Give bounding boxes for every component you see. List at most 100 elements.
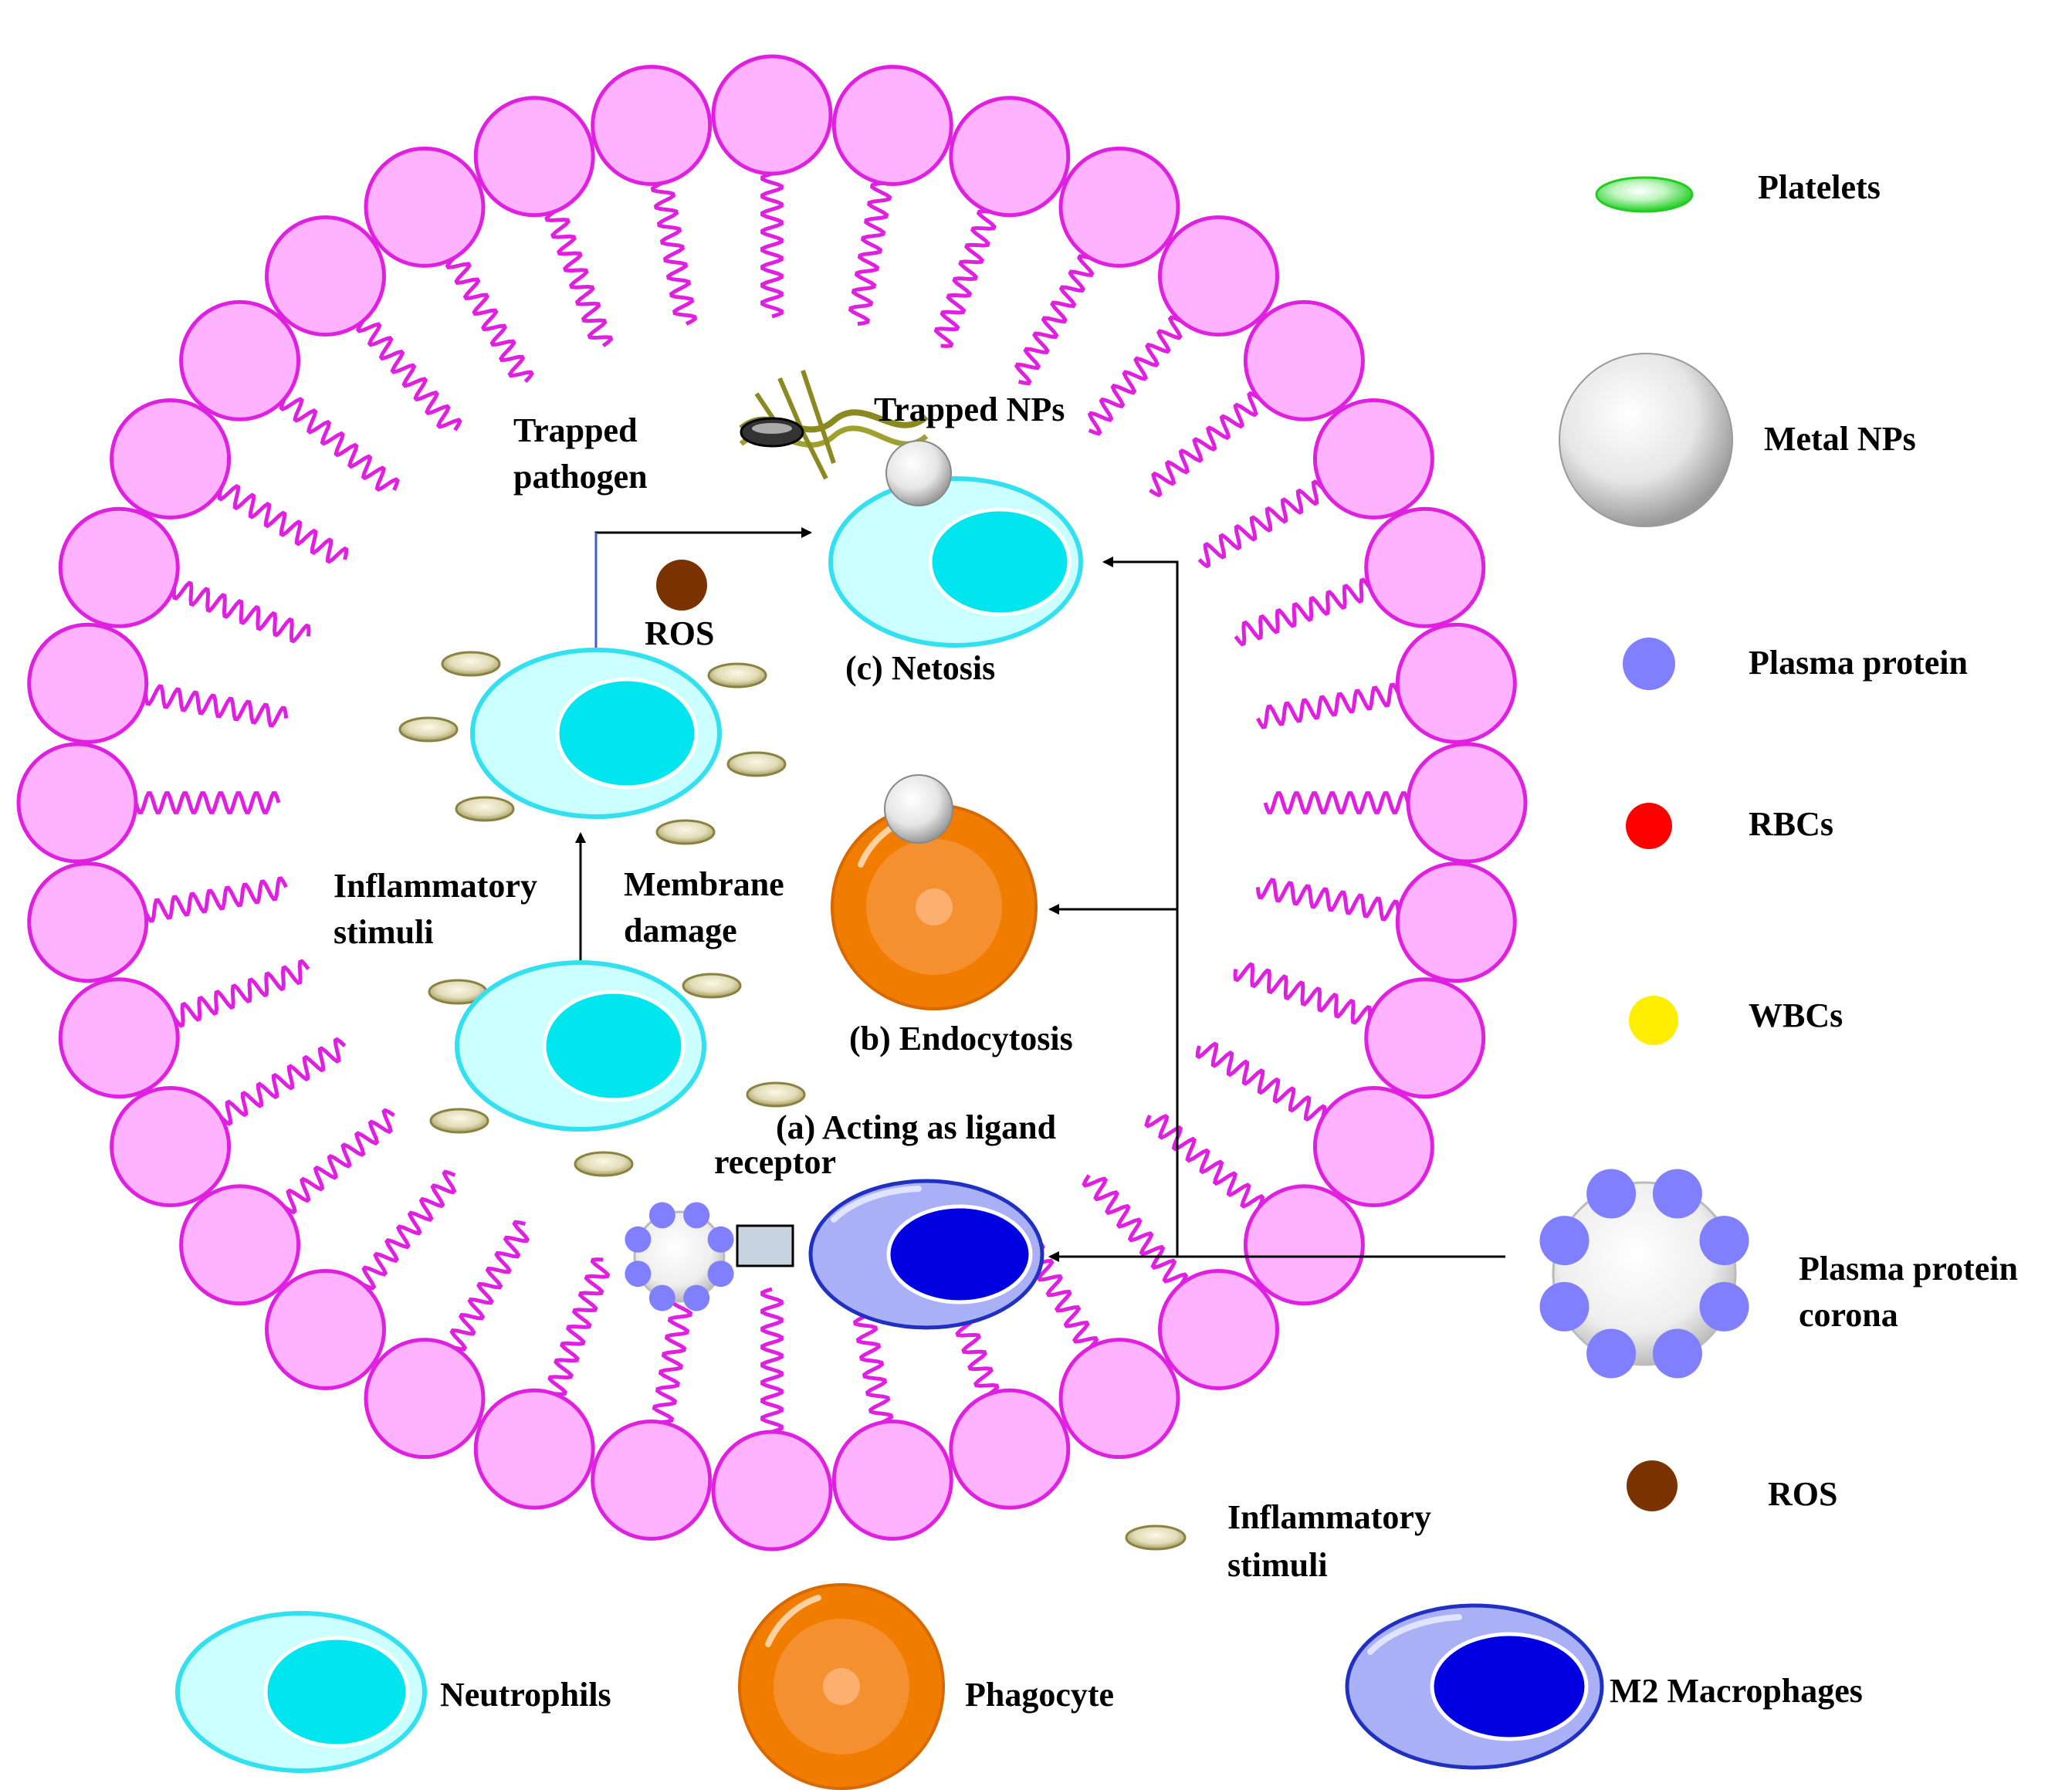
lipid-tail xyxy=(1014,254,1095,386)
lipid-tail xyxy=(1263,791,1410,814)
lipid-tail xyxy=(1256,682,1400,729)
corona-protein xyxy=(683,1284,710,1311)
lipid-tail xyxy=(933,209,997,348)
ros-icon xyxy=(1627,1460,1678,1511)
center-labels: Trapped pathogen Trapped NPs ROS (c) Net… xyxy=(333,391,1431,1584)
stimulus-bead xyxy=(429,1108,489,1134)
corona-protein xyxy=(683,1202,710,1229)
lipid-tail xyxy=(1149,391,1261,498)
stimulus-bead xyxy=(455,796,515,822)
corona-protein xyxy=(625,1226,652,1253)
lipid-head xyxy=(364,1338,486,1460)
label-inflammatory-bottom-2: stimuli xyxy=(1227,1546,1328,1584)
lipid-tail xyxy=(848,181,892,327)
corona-protein xyxy=(1652,1328,1702,1379)
legend-neutrophils: Neutrophils xyxy=(440,1676,611,1714)
lipid-head xyxy=(591,1419,713,1541)
label-trapped-pathogen-2: pathogen xyxy=(513,458,648,496)
lipid-head xyxy=(949,1388,1071,1510)
ligand-macrophage xyxy=(736,1179,1044,1330)
stimulus-bead xyxy=(441,651,501,677)
lipid-tail xyxy=(355,320,462,431)
stimulus-bead xyxy=(746,1081,806,1108)
stimulus-bead xyxy=(574,1151,634,1177)
lipid-head xyxy=(110,1086,232,1207)
label-membrane-damage-2: damage xyxy=(624,912,737,949)
engulfed-np-icon xyxy=(884,774,953,844)
lipid-tail xyxy=(172,959,310,1028)
lipid-tail xyxy=(449,1220,530,1352)
corona-protein xyxy=(707,1226,734,1253)
label-acting-as-ligand: (a) Acting as ligand xyxy=(776,1108,1056,1146)
lipid-head xyxy=(27,622,149,744)
legend-wbcs: WBCs xyxy=(1749,997,1843,1034)
lipid-tail xyxy=(1082,1174,1189,1286)
macrophage-legend-icon xyxy=(1345,1603,1604,1770)
lipid-tail xyxy=(217,483,349,564)
lipid-tail xyxy=(279,397,400,492)
stimulus-bead xyxy=(682,973,742,999)
corona-protein xyxy=(625,1260,652,1288)
legend-plasma-protein: Plasma protein xyxy=(1749,644,1968,682)
corona-protein xyxy=(648,1284,675,1311)
lipid-head xyxy=(1243,299,1365,421)
corona-protein xyxy=(1539,1216,1590,1266)
lipid-head xyxy=(179,299,301,421)
corona-protein xyxy=(1699,1216,1749,1266)
stimulus-bead xyxy=(707,662,767,689)
lipid-head xyxy=(1364,506,1486,628)
lipid-tail xyxy=(219,1037,347,1126)
lipid-tail xyxy=(144,684,289,728)
lipid-head xyxy=(831,1419,953,1541)
corona-protein xyxy=(1539,1281,1590,1332)
lipid-tail xyxy=(760,1287,784,1434)
label-inflammatory-bottom: Inflammatory xyxy=(1227,1498,1431,1536)
lipid-tail xyxy=(1233,962,1373,1025)
corona-protein xyxy=(648,1202,675,1229)
lipid-head xyxy=(1312,1086,1434,1207)
lipid-head xyxy=(58,977,180,1099)
lipid-head xyxy=(949,96,1071,218)
stimulus-bead xyxy=(398,716,459,743)
inflammatory-stimuli-beads xyxy=(398,651,806,1177)
lipid-tail xyxy=(1255,878,1400,922)
lipid-tail xyxy=(1195,1041,1327,1122)
lipid-head xyxy=(591,65,713,186)
lipid-tail xyxy=(544,210,614,347)
label-ros-center: ROS xyxy=(645,614,714,652)
lipid-head xyxy=(831,65,953,186)
lipid-tail xyxy=(547,1257,611,1396)
lipid-head xyxy=(473,96,595,218)
lipid-head xyxy=(1364,977,1486,1099)
lipid-tail xyxy=(760,171,784,319)
label-inflammatory-stimuli-2: stimuli xyxy=(333,913,434,951)
corona-protein xyxy=(1586,1328,1637,1379)
protein-corona-icon xyxy=(1539,1169,1749,1379)
inflammatory-neutrophil xyxy=(455,960,706,1132)
lipid-head xyxy=(473,1388,595,1510)
lipid-tail xyxy=(134,791,281,814)
bottom-legend: Neutrophils Phagocyte M2 Macrophages xyxy=(175,1583,1863,1790)
lipid-head xyxy=(265,215,386,337)
lipid-head xyxy=(1395,622,1517,744)
ros-particle xyxy=(656,560,707,611)
label-trapped-pathogen: Trapped xyxy=(513,411,638,449)
lipid-tail xyxy=(171,580,311,644)
lipid-tail xyxy=(445,256,534,384)
corona-protein xyxy=(1652,1169,1702,1219)
lipid-head xyxy=(711,54,833,176)
rbc-icon xyxy=(1626,803,1672,849)
receptor xyxy=(736,1224,794,1267)
stimulus-bead xyxy=(655,819,716,845)
stimuli-legend-icon xyxy=(1125,1524,1187,1551)
lipid-tail xyxy=(1144,1113,1265,1209)
stimulus-bead xyxy=(726,751,787,777)
lipid-head xyxy=(110,398,232,519)
plasma-protein-icon xyxy=(1623,638,1675,690)
lipid-head xyxy=(265,1269,386,1390)
lipid-head xyxy=(27,861,149,983)
lipid-tail xyxy=(1234,577,1372,647)
lipid-head xyxy=(58,506,180,628)
label-endocytosis: (b) Endocytosis xyxy=(849,1020,1073,1057)
